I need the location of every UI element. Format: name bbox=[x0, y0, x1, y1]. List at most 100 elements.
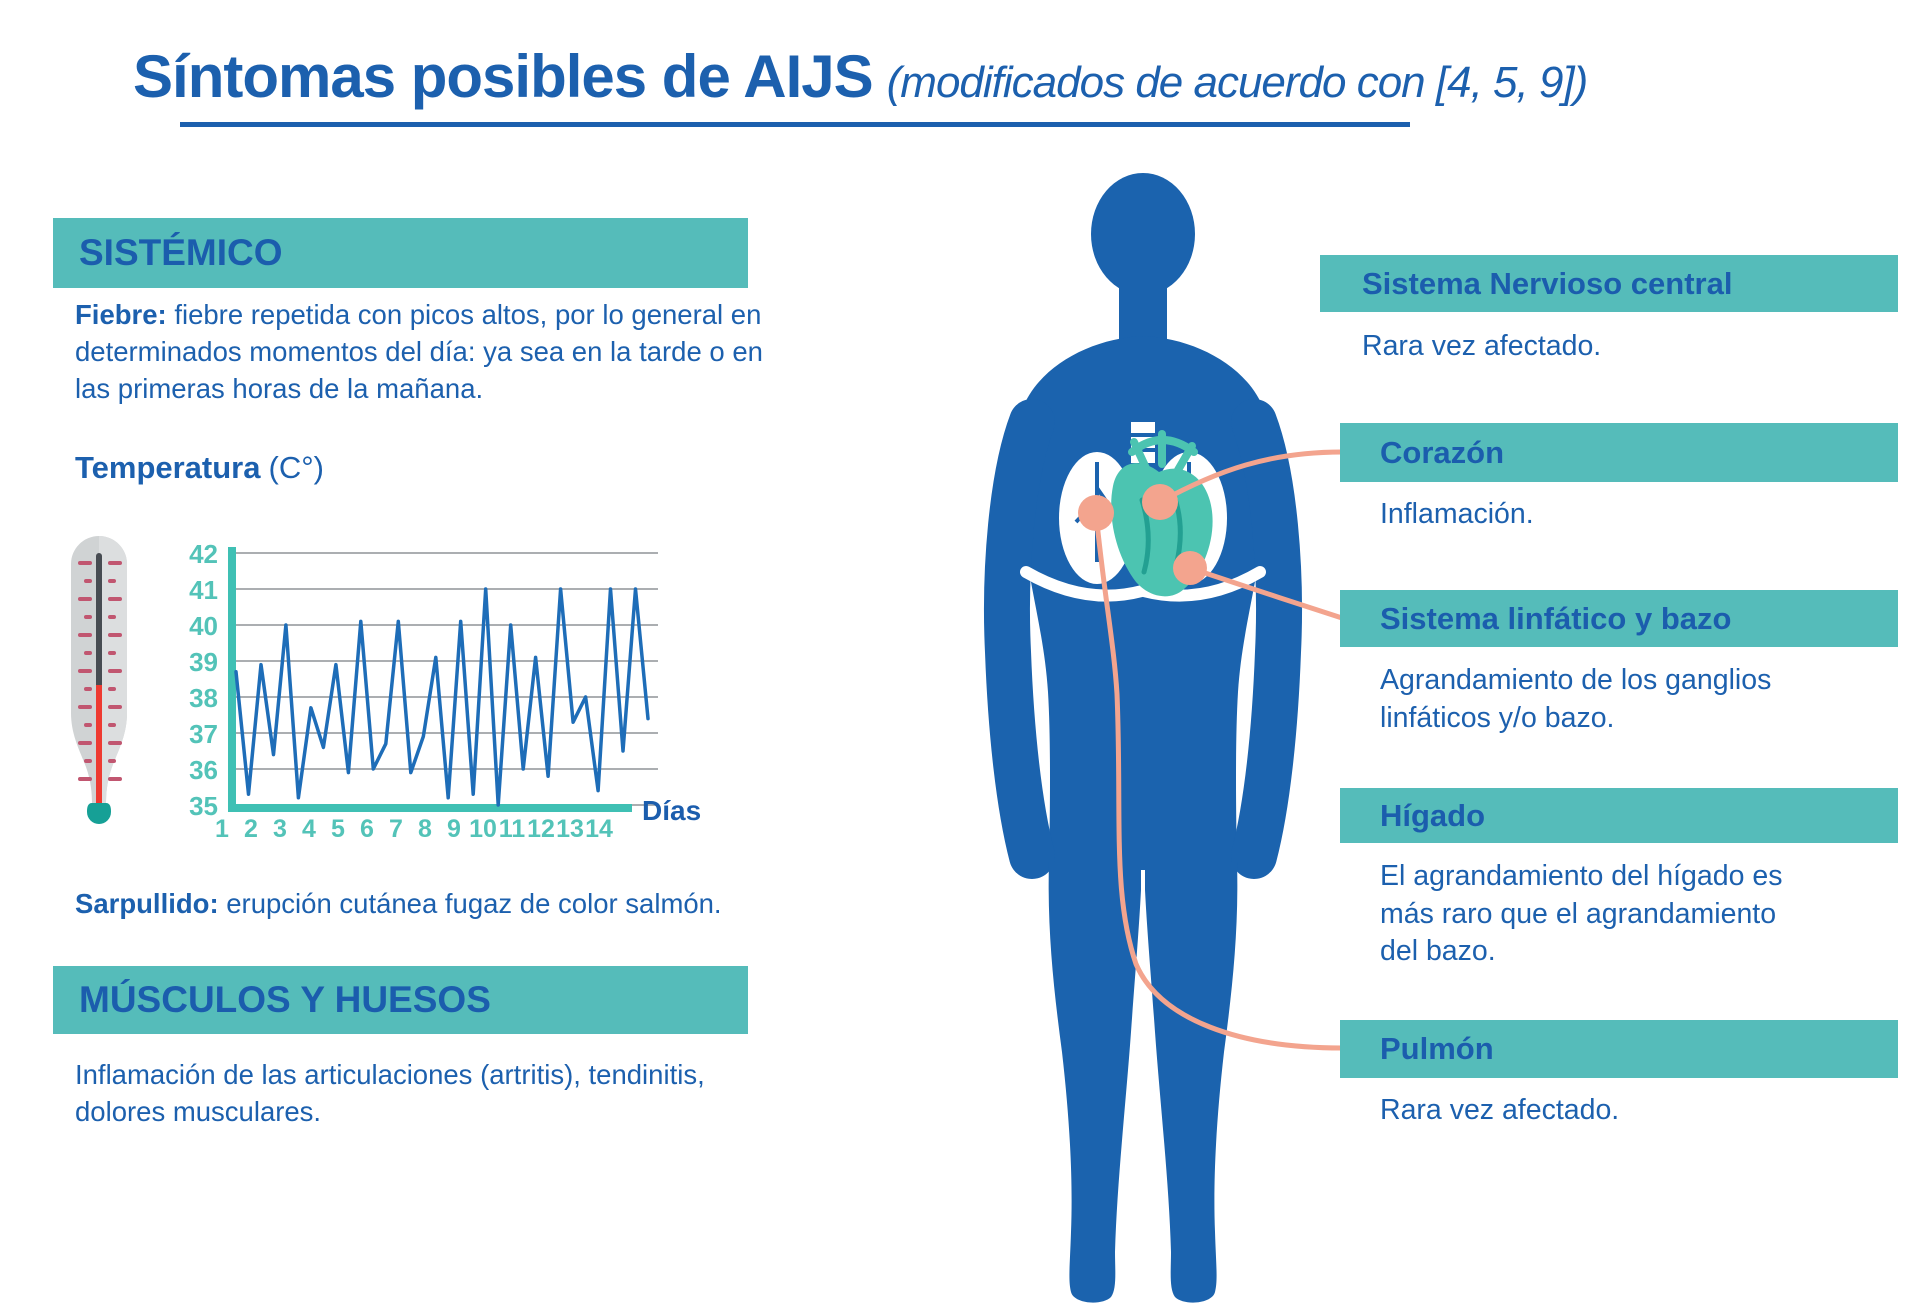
section-header-musculos-label: MÚSCULOS Y HUESOS bbox=[79, 979, 491, 1020]
thermometer-mercury-top bbox=[96, 553, 102, 688]
label-corazon-desc: Inflamación. bbox=[1380, 498, 1534, 530]
sarpullido-paragraph: Sarpullido: erupción cutánea fugaz de co… bbox=[75, 885, 795, 922]
x-tick-label: 4 bbox=[302, 815, 316, 843]
x-tick-label: 8 bbox=[418, 815, 432, 843]
connector-corazon-line bbox=[1157, 449, 1345, 505]
thermometer-tick bbox=[108, 723, 116, 727]
sarpullido-label: Sarpullido: bbox=[75, 888, 219, 919]
y-tick-label: 37 bbox=[189, 719, 218, 749]
page-title-note: (modificados de acuerdo con [4, 5, 9]) bbox=[886, 58, 1589, 107]
label-bar-sistema-nervioso: Sistema Nervioso central bbox=[1320, 255, 1898, 312]
fiebre-paragraph: Fiebre: fiebre repetida con picos altos,… bbox=[75, 296, 795, 407]
page-title-main: Síntomas posibles de AIJS bbox=[133, 43, 874, 110]
thermometer-tick bbox=[108, 633, 122, 637]
title-underline bbox=[180, 122, 1410, 127]
x-tick-label: 10 bbox=[469, 815, 497, 843]
y-tick-label: 35 bbox=[189, 791, 218, 821]
label-higado-desc: El agrandamiento del hígado es más raro … bbox=[1380, 860, 1783, 967]
pectoral-line bbox=[1020, 566, 1148, 602]
thermometer-tick bbox=[108, 687, 116, 691]
human-body-figure bbox=[984, 173, 1345, 1303]
label-higado-title: Hígado bbox=[1380, 797, 1486, 833]
x-tick-label: 2 bbox=[244, 815, 258, 843]
thermometer-tick bbox=[108, 651, 116, 655]
label-linfatico-desc: Agrandamiento de los ganglios linfáticos… bbox=[1380, 664, 1772, 734]
trachea-icon bbox=[1131, 422, 1155, 433]
musculos-paragraph: Inflamación de las articulaciones (artri… bbox=[75, 1059, 705, 1127]
thermometer-icon bbox=[71, 536, 127, 824]
label-bar-corazon: Corazón bbox=[1340, 423, 1898, 482]
label-linfatico-title: Sistema linfático y bazo bbox=[1380, 600, 1732, 636]
label-bar-higado: Hígado bbox=[1340, 788, 1898, 843]
thermometer-tick bbox=[108, 579, 116, 583]
fiebre-label: Fiebre: bbox=[75, 299, 167, 330]
label-sistema-nervioso-title: Sistema Nervioso central bbox=[1362, 265, 1733, 301]
thermometer-tick bbox=[78, 669, 92, 673]
y-tick-label: 39 bbox=[189, 647, 218, 677]
y-tick-label: 41 bbox=[189, 575, 218, 605]
thermometer-mercury-red bbox=[96, 685, 102, 807]
page-title: Síntomas posibles de AIJS(modificados de… bbox=[133, 42, 1589, 111]
section-header-musculos: MÚSCULOS Y HUESOS bbox=[53, 966, 748, 1034]
x-tick-label: 13 bbox=[556, 815, 584, 843]
thermometer-tick bbox=[84, 759, 92, 763]
thermometer-tick bbox=[84, 651, 92, 655]
thermometer-tick bbox=[108, 741, 122, 745]
y-tick-label: 38 bbox=[189, 683, 218, 713]
section-header-sistemico-label: SISTÉMICO bbox=[79, 232, 283, 273]
thermometer-tick bbox=[108, 597, 122, 601]
y-tick-label: 42 bbox=[189, 539, 218, 569]
body-silhouette bbox=[984, 173, 1302, 1303]
thermometer-tick bbox=[78, 741, 92, 745]
chart-title-unit: (C°) bbox=[268, 450, 324, 485]
x-tick-label: 5 bbox=[331, 815, 345, 843]
x-tick-label: 9 bbox=[447, 815, 461, 843]
thermometer-tick bbox=[84, 615, 92, 619]
fiebre-text: fiebre repetida con picos altos, por lo … bbox=[75, 299, 763, 404]
connector-linfatico-line bbox=[1187, 565, 1345, 621]
thermometer-tick bbox=[108, 615, 116, 619]
label-bar-pulmon: Pulmón bbox=[1340, 1020, 1898, 1078]
x-tick-label: 12 bbox=[527, 815, 555, 843]
x-tick-label: 6 bbox=[360, 815, 374, 843]
thermometer-tick bbox=[78, 633, 92, 637]
x-axis-title: Días bbox=[642, 795, 701, 826]
x-tick-label: 1 bbox=[215, 815, 229, 843]
y-axis bbox=[228, 547, 236, 812]
lymph-marker-dot bbox=[1173, 551, 1207, 585]
x-tick-label: 14 bbox=[585, 815, 613, 843]
thermometer-tick bbox=[108, 561, 122, 565]
lung-marker-dot bbox=[1078, 495, 1114, 531]
section-header-sistemico: SISTÉMICO bbox=[53, 218, 748, 288]
thermometer-tick bbox=[108, 705, 122, 709]
thermometer-tick bbox=[78, 597, 92, 601]
sarpullido-text: erupción cutánea fugaz de color salmón. bbox=[226, 888, 722, 919]
x-tick-label: 7 bbox=[389, 815, 403, 843]
chart-title: Temperatura(C°) bbox=[75, 450, 324, 486]
thermometer-tick bbox=[108, 759, 116, 763]
label-corazon-title: Corazón bbox=[1380, 434, 1504, 470]
thermometer-tick bbox=[84, 579, 92, 583]
thermometer-tick bbox=[84, 687, 92, 691]
thermometer-tick bbox=[84, 723, 92, 727]
label-pulmon-title: Pulmón bbox=[1380, 1031, 1494, 1066]
temperature-line bbox=[234, 587, 650, 807]
thermometer-tick bbox=[78, 777, 92, 781]
x-tick-label: 11 bbox=[499, 815, 526, 843]
chart-title-label: Temperatura bbox=[75, 450, 261, 485]
connector-pulmon-line bbox=[1093, 510, 1345, 1051]
thermometer-ticks bbox=[78, 561, 122, 781]
label-bar-linfatico: Sistema linfático y bazo bbox=[1340, 590, 1898, 647]
thermometer-tick bbox=[78, 561, 92, 565]
thermometer-tick bbox=[78, 705, 92, 709]
label-sistema-nervioso-desc: Rara vez afectado. bbox=[1362, 330, 1602, 362]
heart-marker-dot bbox=[1142, 484, 1178, 520]
label-pulmon-desc: Rara vez afectado. bbox=[1380, 1094, 1620, 1126]
thermometer-tick bbox=[108, 777, 122, 781]
connector-lines bbox=[1093, 449, 1345, 1051]
thermometer-bulb bbox=[87, 803, 111, 824]
